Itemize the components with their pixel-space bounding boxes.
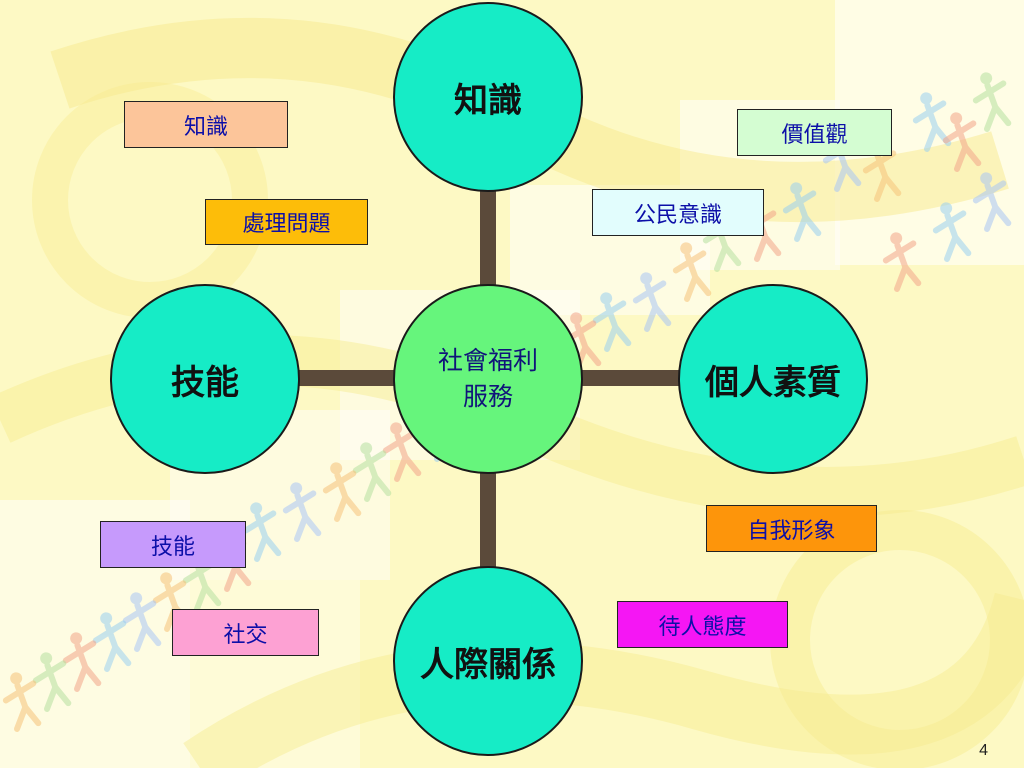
- runner-figure: [382, 422, 422, 482]
- runner-figure: [592, 292, 632, 352]
- runner-figure: [972, 172, 1012, 232]
- runner-figure: [2, 672, 42, 732]
- runner-figure: [62, 632, 102, 692]
- runner-figure: [122, 592, 162, 652]
- center-line-2: 服務: [462, 382, 513, 411]
- connector-left: [298, 370, 398, 386]
- node-skills: 技能: [110, 284, 300, 474]
- label-knowledge: 知識: [124, 101, 288, 148]
- runner-figure: [932, 202, 972, 262]
- runner-figure: [242, 502, 282, 562]
- runner-figure: [32, 652, 72, 712]
- node-interpersonal: 人際關係: [393, 566, 583, 756]
- label-attitude: 待人態度: [617, 601, 788, 648]
- label-civic-awareness: 公民意識: [592, 189, 764, 236]
- runner-figure: [782, 182, 822, 242]
- label-social: 社交: [172, 609, 319, 656]
- center-line-1: 社會福利: [437, 346, 538, 375]
- runner-figure: [672, 242, 712, 302]
- node-knowledge-label: 知識: [454, 80, 522, 121]
- label-problem-solving: 處理問題: [205, 199, 368, 245]
- connector-bottom: [480, 470, 496, 570]
- runner-figure: [912, 92, 952, 152]
- node-personal-quality: 個人素質: [678, 284, 868, 474]
- runner-figure: [92, 612, 132, 672]
- runner-figure: [942, 112, 982, 172]
- runner-figure: [562, 312, 602, 372]
- node-skills-label: 技能: [171, 362, 239, 403]
- runner-figure: [322, 462, 362, 522]
- label-values: 價值觀: [737, 109, 892, 156]
- page-number: 4: [979, 742, 988, 759]
- node-interpersonal-label: 人際關係: [420, 644, 556, 685]
- runner-figure: [632, 272, 672, 332]
- node-center: 社會福利 服務: [393, 284, 583, 474]
- runner-figure: [352, 442, 392, 502]
- connector-top: [480, 188, 496, 288]
- node-knowledge: 知識: [393, 2, 583, 192]
- label-self-image: 自我形象: [706, 505, 877, 552]
- runner-figure: [282, 482, 322, 542]
- runner-figure: [972, 72, 1012, 132]
- runner-figure: [882, 232, 922, 292]
- label-skills: 技能: [100, 521, 246, 568]
- connector-right: [578, 370, 682, 386]
- node-personal-quality-label: 個人素質: [705, 362, 841, 403]
